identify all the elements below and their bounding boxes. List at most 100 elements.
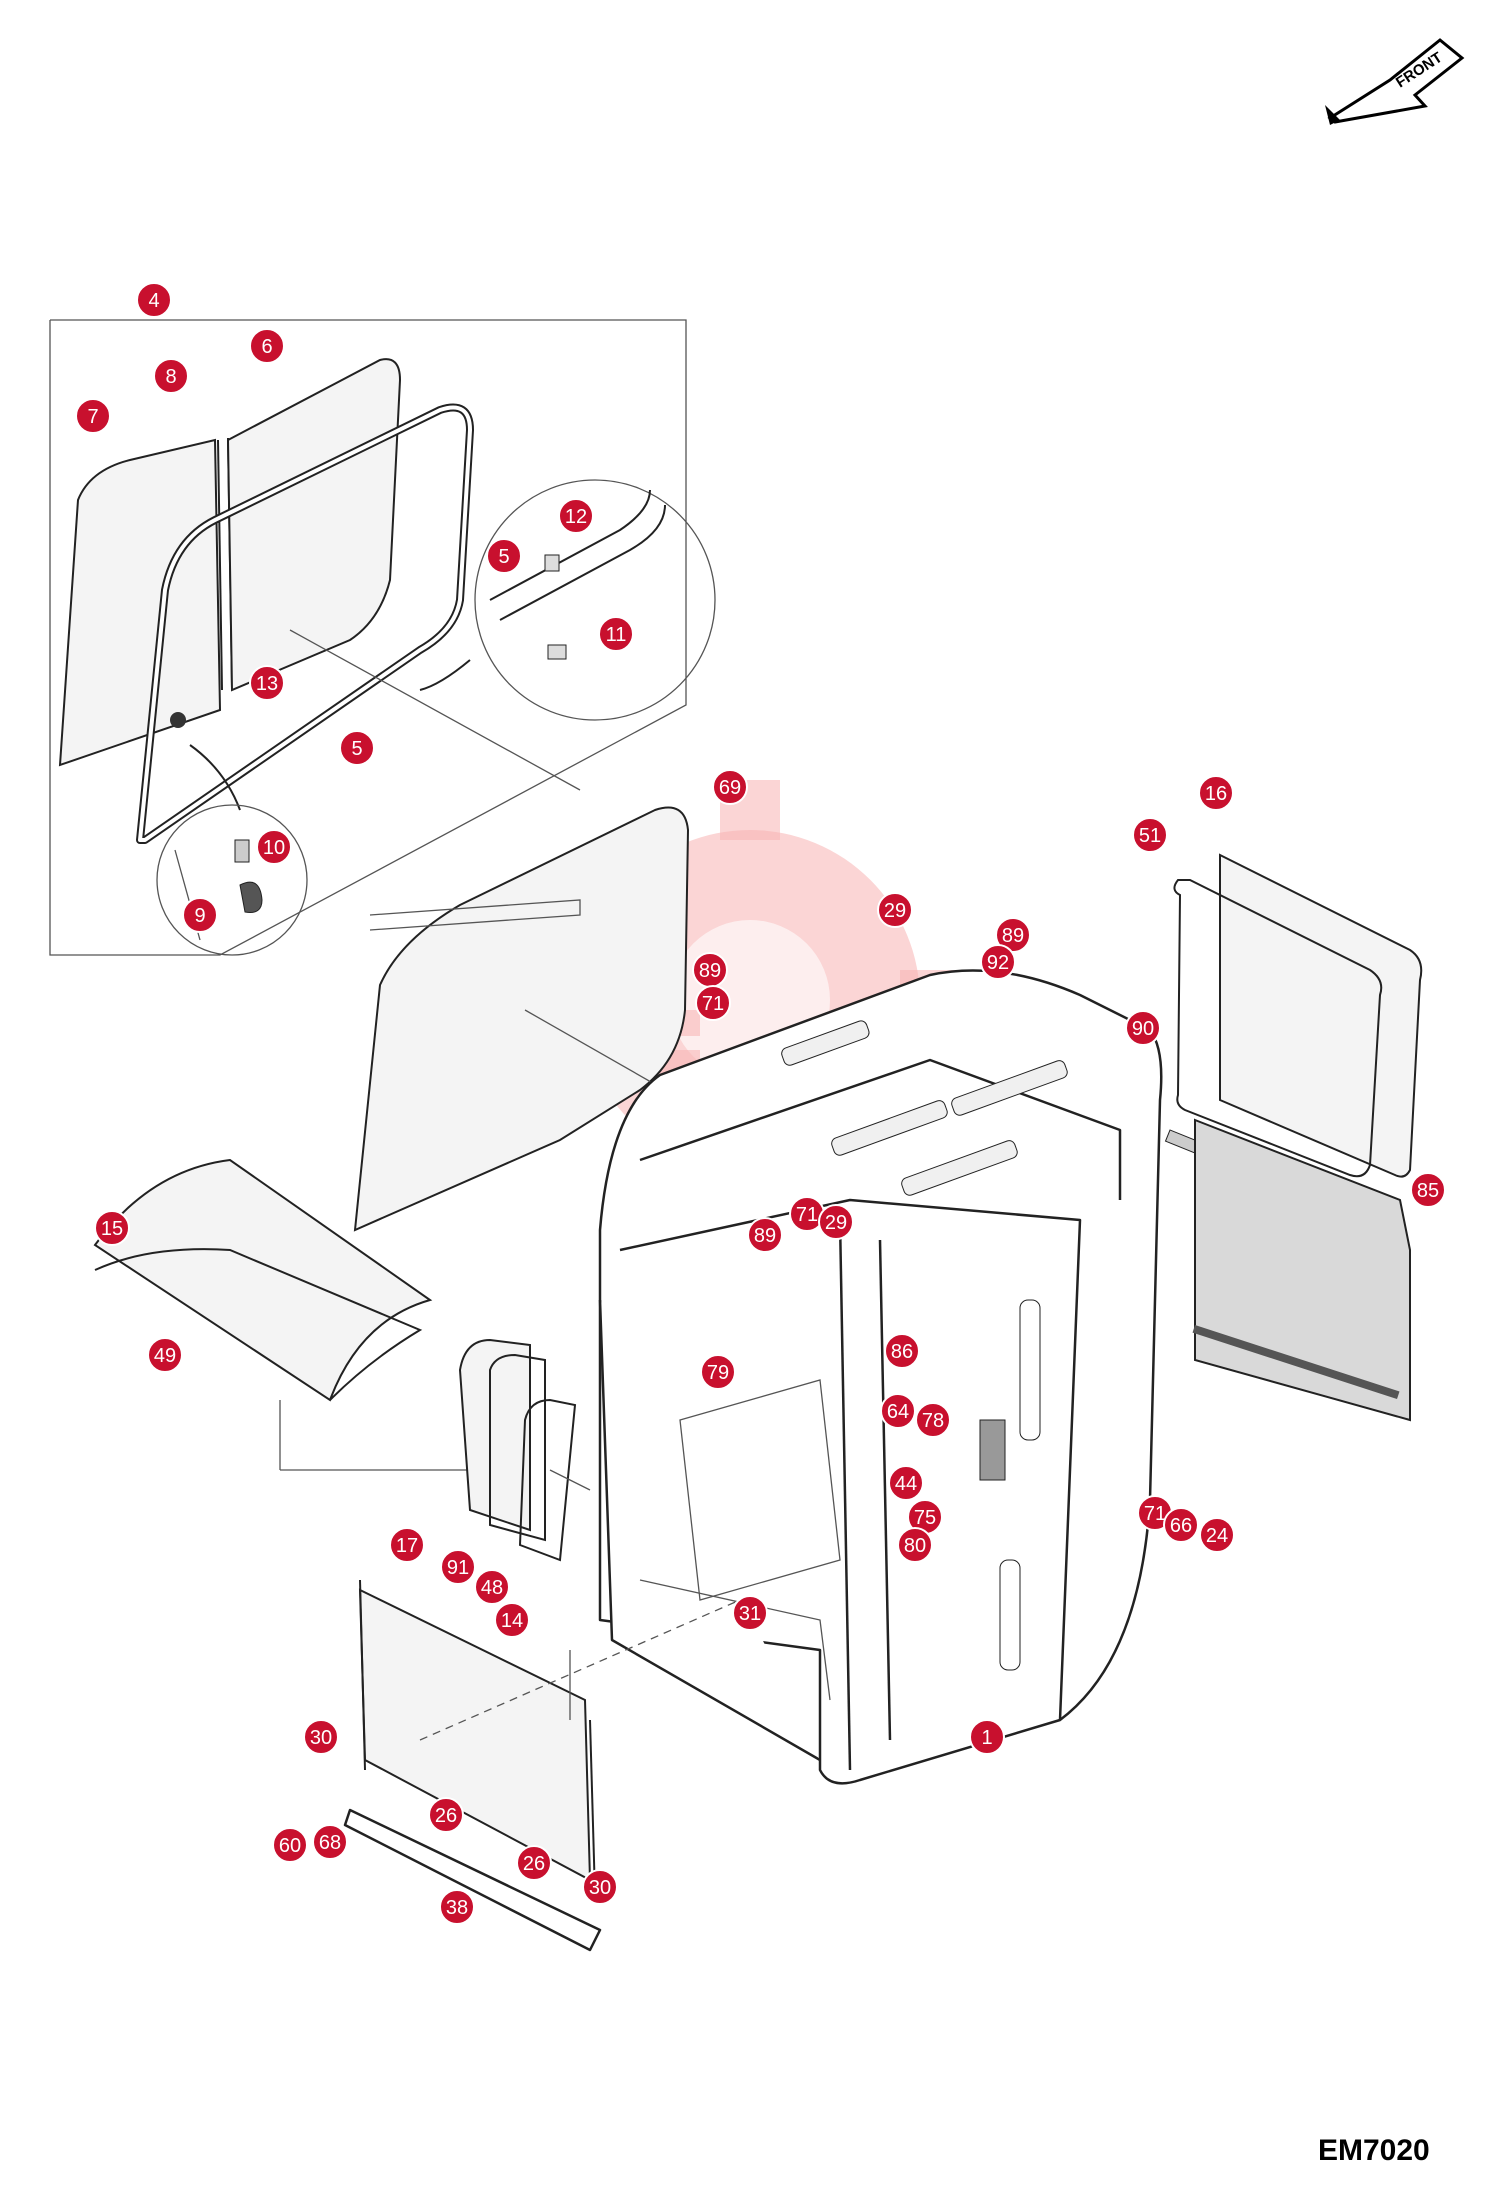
callout-44: 44 xyxy=(888,1465,924,1501)
callout-badge xyxy=(182,897,218,933)
callout-12: 12 xyxy=(558,498,594,534)
callout-number: 9 xyxy=(194,905,205,927)
callout-5: 5 xyxy=(339,730,375,766)
callout-number: 71 xyxy=(1144,1503,1166,1525)
callout-16: 16 xyxy=(1198,775,1234,811)
callout-number: 29 xyxy=(825,1212,847,1234)
callout-26: 26 xyxy=(516,1845,552,1881)
callout-number: 24 xyxy=(1206,1525,1228,1547)
callout-number: 13 xyxy=(256,673,278,695)
callout-number: 51 xyxy=(1139,825,1161,847)
callout-number: 89 xyxy=(754,1225,776,1247)
callout-number: 92 xyxy=(987,952,1009,974)
cab-body xyxy=(598,969,1163,1785)
callout-11: 11 xyxy=(598,616,634,652)
callout-49: 49 xyxy=(147,1337,183,1373)
roof-glass-15 xyxy=(93,1158,480,1471)
callout-80: 80 xyxy=(897,1527,933,1563)
callout-badge xyxy=(1198,775,1234,811)
callout-number: 12 xyxy=(565,506,587,528)
callout-badge xyxy=(75,398,111,434)
callout-number: 11 xyxy=(606,624,627,646)
callout-number: 15 xyxy=(101,1218,123,1240)
callout-badge xyxy=(818,1204,854,1240)
callout-24: 24 xyxy=(1199,1517,1235,1553)
callout-48: 48 xyxy=(474,1569,510,1605)
callout-badge xyxy=(516,1845,552,1881)
lower-front-window-set xyxy=(458,1338,591,1562)
callout-4: 4 xyxy=(136,282,172,318)
callout-number: 31 xyxy=(739,1603,761,1625)
callout-number: 80 xyxy=(904,1535,926,1557)
callout-29: 29 xyxy=(818,1204,854,1240)
callout-number: 1 xyxy=(981,1727,992,1749)
callout-66: 66 xyxy=(1163,1507,1199,1543)
callout-79: 79 xyxy=(700,1354,736,1390)
callout-13: 13 xyxy=(249,665,285,701)
callout-number: 30 xyxy=(589,1877,611,1899)
callout-badge xyxy=(995,917,1031,953)
callout-number: 71 xyxy=(702,993,724,1015)
callout-number: 66 xyxy=(1170,1515,1192,1537)
callout-number: 75 xyxy=(914,1507,936,1529)
callout-number: 78 xyxy=(922,1410,944,1432)
callout-91: 91 xyxy=(440,1549,476,1585)
callout-89: 89 xyxy=(692,952,728,988)
callout-badge xyxy=(474,1569,510,1605)
callout-badge xyxy=(598,616,634,652)
callout-1: 1 xyxy=(969,1719,1005,1755)
callout-badge xyxy=(1199,1517,1235,1553)
callout-number: 60 xyxy=(279,1835,301,1857)
callout-badge xyxy=(303,1719,339,1755)
callout-badge xyxy=(249,665,285,701)
callout-badge xyxy=(880,1393,916,1429)
callout-badge xyxy=(695,985,731,1021)
callout-badge xyxy=(558,498,594,534)
callout-badge xyxy=(486,538,522,574)
callout-number: 69 xyxy=(719,777,741,799)
callout-badge xyxy=(915,1402,951,1438)
callout-number: 89 xyxy=(1002,925,1024,947)
callout-85: 85 xyxy=(1410,1172,1446,1208)
callout-number: 5 xyxy=(498,546,509,568)
callout-badge xyxy=(897,1527,933,1563)
callout-badge xyxy=(884,1333,920,1369)
callout-number: 26 xyxy=(435,1805,457,1827)
callout-number: 14 xyxy=(501,1610,523,1632)
callout-51: 51 xyxy=(1132,817,1168,853)
callout-badge xyxy=(877,892,913,928)
callout-badge xyxy=(747,1217,783,1253)
callout-number: 7 xyxy=(87,406,98,428)
callout-badge xyxy=(1125,1010,1161,1046)
callout-78: 78 xyxy=(915,1402,951,1438)
callout-60: 60 xyxy=(272,1827,308,1863)
callout-number: 6 xyxy=(261,336,272,358)
callout-badge xyxy=(1410,1172,1446,1208)
callout-badge xyxy=(147,1337,183,1373)
callout-10: 10 xyxy=(256,829,292,865)
callout-number: 17 xyxy=(396,1535,418,1557)
callout-9: 9 xyxy=(182,897,218,933)
callout-68: 68 xyxy=(312,1824,348,1860)
callout-number: 85 xyxy=(1417,1180,1439,1202)
callout-64: 64 xyxy=(880,1393,916,1429)
callout-29: 29 xyxy=(877,892,913,928)
callout-number: 44 xyxy=(895,1473,917,1495)
callout-badge xyxy=(440,1549,476,1585)
callout-17: 17 xyxy=(389,1527,425,1563)
callout-86: 86 xyxy=(884,1333,920,1369)
front-direction-arrow-icon: FRONT xyxy=(1325,38,1465,125)
callout-number: 30 xyxy=(310,1727,332,1749)
callout-number: 8 xyxy=(165,366,176,388)
callout-badge xyxy=(153,358,189,394)
callout-8: 8 xyxy=(153,358,189,394)
callout-badge xyxy=(712,769,748,805)
callout-badge xyxy=(582,1869,618,1905)
callout-38: 38 xyxy=(439,1889,475,1925)
callout-92: 92 xyxy=(980,944,1016,980)
callout-number: 68 xyxy=(319,1832,341,1854)
callout-number: 90 xyxy=(1132,1018,1154,1040)
callout-badge xyxy=(980,944,1016,980)
